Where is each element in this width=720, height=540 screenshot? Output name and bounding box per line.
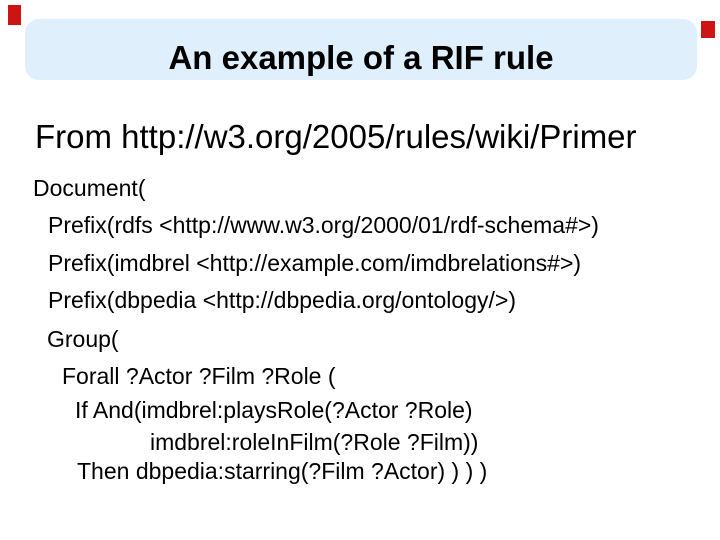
title-banner — [25, 19, 697, 80]
red-corner-mark-top-left — [8, 5, 21, 25]
source-url-line: From http://w3.org/2005/rules/wiki/Prime… — [35, 118, 637, 155]
red-corner-mark-top-right — [701, 21, 715, 38]
code-line: Group( — [47, 326, 119, 352]
code-line: If And(imdbrel:playsRole(?Actor ?Role) — [75, 397, 473, 423]
code-line: Prefix(imdbrel <http://example.com/imdbr… — [48, 250, 582, 276]
code-line: Prefix(rdfs <http://www.w3.org/2000/01/r… — [48, 212, 599, 238]
code-line: Then dbpedia:starring(?Film ?Actor) ) ) … — [77, 458, 488, 484]
slide-title: An example of a RIF rule — [168, 39, 554, 76]
code-line: Prefix(dbpedia <http://dbpedia.org/ontol… — [48, 287, 516, 313]
code-line: imdbrel:roleInFilm(?Role ?Film)) — [150, 429, 479, 455]
code-line: Document( — [33, 175, 146, 201]
code-line: Forall ?Actor ?Film ?Role ( — [62, 363, 336, 389]
